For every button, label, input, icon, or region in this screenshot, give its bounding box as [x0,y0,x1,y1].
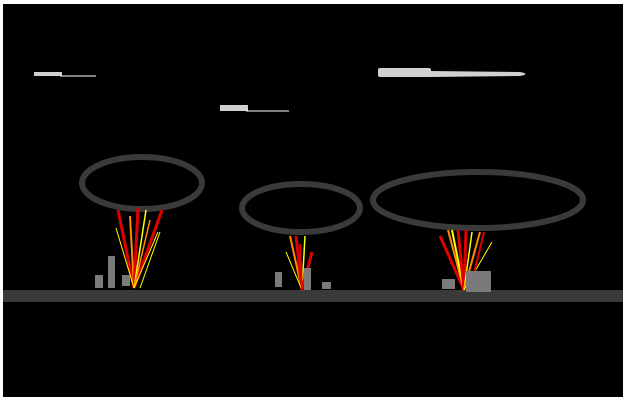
explosion-ray [299,243,303,291]
building [122,275,130,286]
contrail [428,71,526,77]
building [108,256,115,288]
explosion-ray [115,227,135,289]
aircraft-body [378,68,431,77]
smoke-ring [239,181,363,235]
explosion-ray [463,231,473,291]
explosion-ray [462,229,468,291]
aircraft-1 [34,72,96,77]
aircraft-2 [220,105,289,112]
aircraft-body [34,72,62,76]
explosion-ray [132,207,140,289]
blast-2 [239,181,363,291]
explosion-ray [132,209,164,289]
explosion-rays [115,207,164,289]
building [275,272,282,287]
explosion-ray [438,235,466,291]
smoke-ring [370,169,586,231]
smoke-ring [79,154,205,212]
aircraft-3 [378,68,526,77]
ground-strip [3,290,623,302]
explosion-ray [133,231,159,289]
explosion-ray [133,209,147,289]
explosion-rays [285,235,314,291]
explosion-ray [285,251,303,291]
explosion-ray [116,209,136,289]
explosion-ray [133,219,151,289]
building [466,271,491,292]
building [442,279,455,289]
blast-1 [79,154,205,289]
building [95,275,103,288]
building [304,268,311,290]
night-sky [3,4,623,397]
blast-3 [370,169,586,292]
aircraft-body [220,105,248,111]
explosion-ray [139,231,161,289]
building [322,282,331,289]
